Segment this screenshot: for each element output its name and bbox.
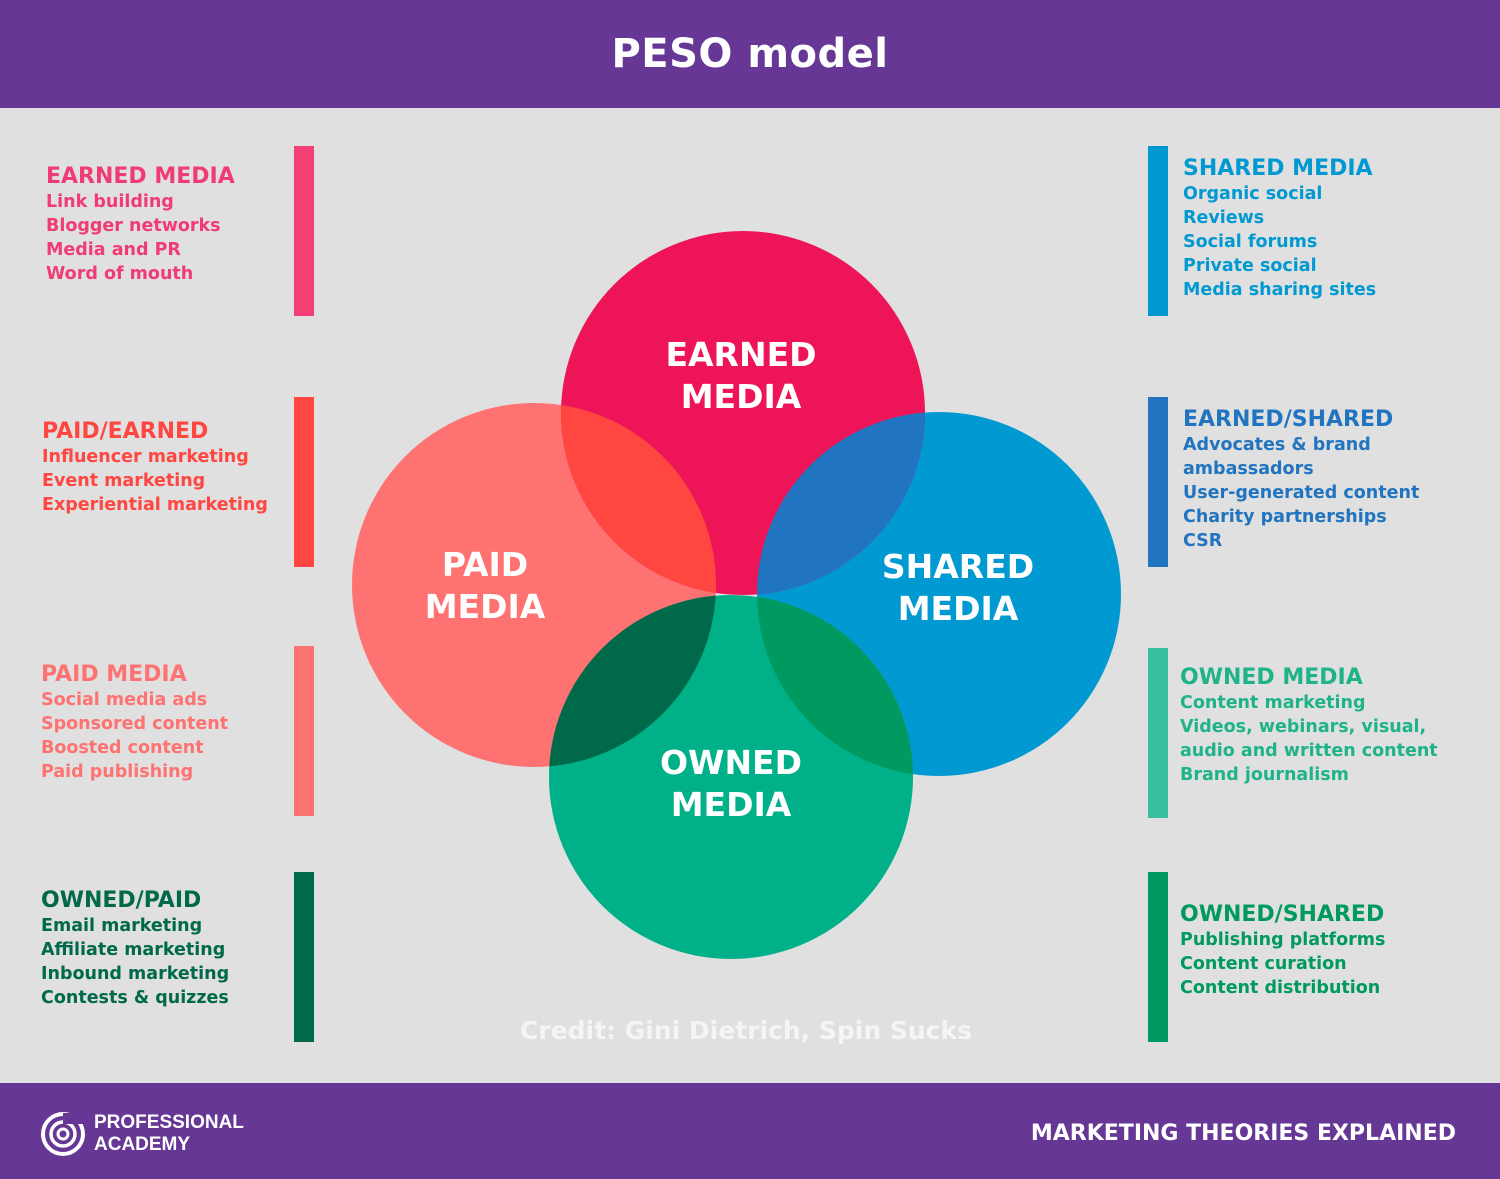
earned-label-line1: EARNED: [665, 335, 816, 374]
owned-shared-bar: [1148, 872, 1168, 1042]
earned-media-block: EARNED MEDIA Link building Blogger netwo…: [46, 163, 235, 286]
block-title: SHARED MEDIA: [1183, 156, 1373, 181]
paid-media-bar: [294, 646, 314, 816]
list-item: Link building: [46, 192, 174, 212]
page-title: PESO model: [611, 31, 889, 77]
shared-media-block: SHARED MEDIA Organic social Reviews Soci…: [1183, 155, 1376, 302]
list-item: User-generated content: [1183, 483, 1420, 503]
footer-bar: PROFESSIONAL ACADEMY MARKETING THEORIES …: [0, 1083, 1500, 1179]
list-item: Content distribution: [1180, 978, 1381, 998]
owned-paid-block: OWNED/PAID Email marketing Affiliate mar…: [41, 887, 229, 1010]
block-title: EARNED/SHARED: [1183, 407, 1394, 432]
paid-media-block: PAID MEDIA Social media ads Sponsored co…: [41, 661, 228, 784]
owned-label-line1: OWNED: [660, 743, 802, 782]
earned-shared-overlap: [757, 412, 925, 595]
list-item: Videos, webinars, visual,: [1180, 717, 1427, 737]
earned-label-line2: MEDIA: [681, 377, 802, 416]
owned-label-line2: MEDIA: [671, 785, 792, 824]
list-item: Blogger networks: [46, 216, 221, 236]
list-item: Boosted content: [41, 738, 204, 758]
list-item: Influencer marketing: [42, 447, 249, 467]
earned-shared-block: EARNED/SHARED Advocates & brand ambassad…: [1183, 406, 1419, 553]
credit-line: Credit: Gini Dietrich, Spin Sucks: [0, 1016, 1500, 1045]
list-item: Publishing platforms: [1180, 930, 1386, 950]
list-item: Organic social: [1183, 184, 1323, 204]
owned-shared-overlap: [757, 595, 913, 776]
list-item: Affiliate marketing: [41, 940, 226, 960]
list-item: Charity partnerships: [1183, 507, 1387, 527]
owned-paid-overlap: [549, 595, 716, 767]
list-item: Inbound marketing: [41, 964, 230, 984]
block-title: EARNED MEDIA: [46, 164, 235, 189]
paid-earned-overlap: [561, 403, 716, 595]
logo-line2: ACADEMY: [94, 1134, 191, 1155]
list-item: Word of mouth: [46, 264, 194, 284]
block-title: OWNED MEDIA: [1180, 665, 1363, 690]
earned-media-bar: [294, 146, 314, 316]
list-item: Advocates & brand: [1183, 435, 1371, 455]
header-bar: PESO model: [0, 0, 1500, 108]
block-title: PAID/EARNED: [42, 419, 209, 444]
owned-media-block: OWNED MEDIA Content marketing Videos, we…: [1180, 664, 1438, 787]
list-item: Event marketing: [42, 471, 206, 491]
logo-line1: PROFESSIONAL: [94, 1112, 244, 1133]
list-item: audio and written content: [1180, 741, 1438, 761]
list-item: Reviews: [1183, 208, 1265, 228]
block-title: OWNED/SHARED: [1180, 902, 1385, 927]
academy-spiral-icon: [41, 1112, 85, 1156]
list-item: Content marketing: [1180, 693, 1366, 713]
owned-paid-bar: [294, 872, 314, 1042]
list-item: Private social: [1183, 256, 1317, 276]
list-item: CSR: [1183, 531, 1223, 551]
credit-text: Credit: Gini Dietrich, Spin Sucks: [520, 1016, 972, 1045]
list-item: Paid publishing: [41, 762, 194, 782]
list-item: Experiential marketing: [42, 495, 268, 515]
owned-shared-block: OWNED/SHARED Publishing platforms Conten…: [1180, 901, 1385, 1000]
shared-label-line1: SHARED: [882, 547, 1034, 586]
list-item: Media sharing sites: [1183, 280, 1377, 300]
earned-shared-bar: [1148, 397, 1168, 567]
footer-tagline: MARKETING THEORIES EXPLAINED: [1030, 1121, 1456, 1146]
list-item: Media and PR: [46, 240, 181, 260]
list-item: Email marketing: [41, 916, 203, 936]
paid-earned-bar: [294, 397, 314, 567]
shared-media-bar: [1148, 146, 1168, 316]
paid-label-line2: MEDIA: [425, 587, 546, 626]
list-item: Social media ads: [41, 690, 208, 710]
professional-academy-logo: PROFESSIONAL ACADEMY: [40, 1111, 244, 1157]
list-item: Content curation: [1180, 954, 1347, 974]
paid-earned-block: PAID/EARNED Influencer marketing Event m…: [42, 418, 268, 517]
shared-label-line2: MEDIA: [898, 589, 1019, 628]
list-item: Sponsored content: [41, 714, 229, 734]
list-item: ambassadors: [1183, 459, 1314, 479]
block-title: PAID MEDIA: [41, 662, 187, 687]
owned-media-bar: [1148, 648, 1168, 818]
list-item: Contests & quizzes: [41, 988, 229, 1008]
paid-label-line1: PAID: [442, 545, 528, 584]
list-item: Social forums: [1183, 232, 1318, 252]
block-title: OWNED/PAID: [41, 888, 202, 913]
list-item: Brand journalism: [1180, 765, 1349, 785]
